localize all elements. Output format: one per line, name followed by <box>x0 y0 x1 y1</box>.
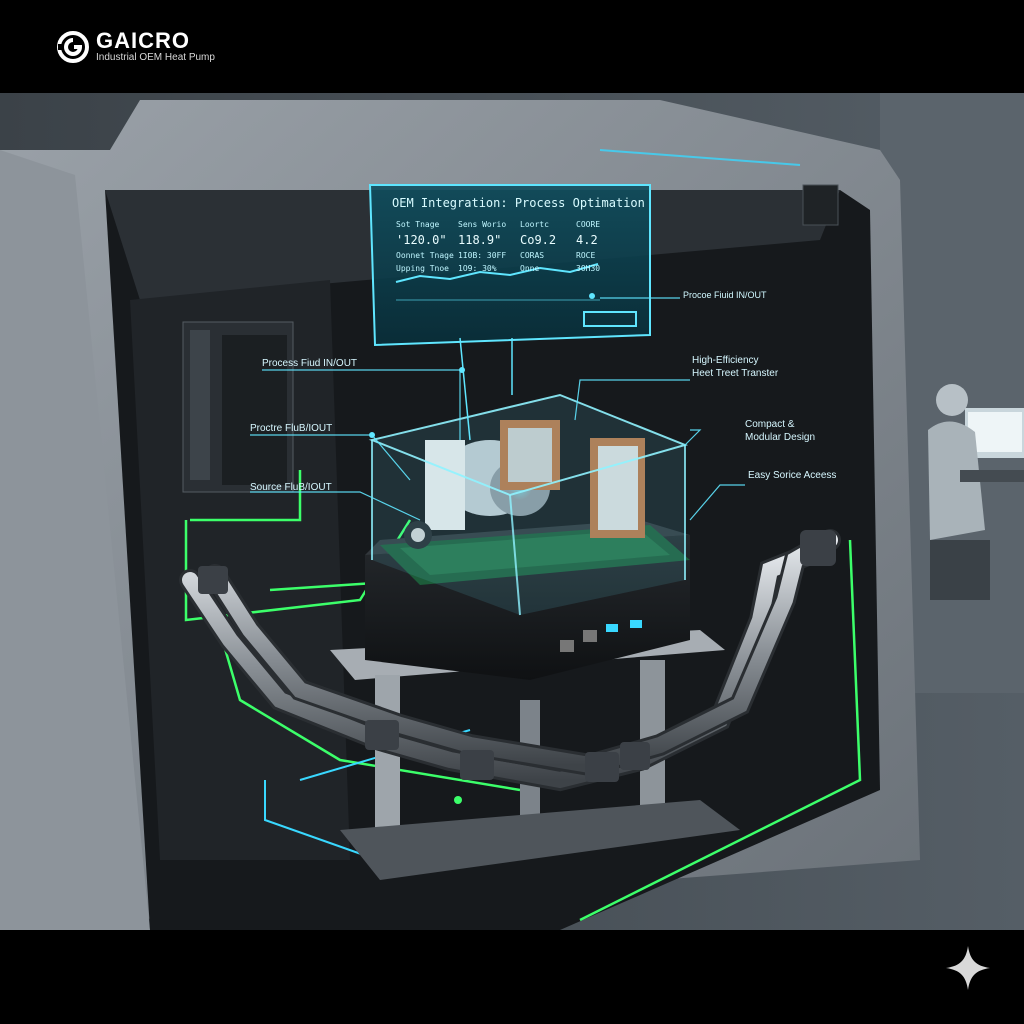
hud-cell: Onne <box>520 264 540 273</box>
bottom-black-band <box>0 930 1024 1024</box>
hud-readout-grid: Sot Tnage Sens Worio Loortc COORE '120.0… <box>396 220 636 273</box>
hud-cell: Oonnet Tnage <box>396 251 454 260</box>
callout-source-fluid: Source FluB/IOUT <box>250 482 332 493</box>
background-technician <box>928 384 1024 600</box>
callout-line: Modular Design <box>745 432 816 443</box>
hud-control-buttons <box>583 311 637 327</box>
heat-pump-scene <box>0 93 1024 930</box>
callout-process-fluid-left: Process Fiud IN/OUT <box>262 358 358 369</box>
sparkle-icon <box>946 946 990 990</box>
brand-subtitle: Industrial OEM Heat Pump <box>96 52 215 63</box>
brand-logo: GAICRO Industrial OEM Heat Pump <box>56 30 215 64</box>
hud-value: 118.9" <box>458 233 502 247</box>
hud-cell: 1I0B: 30FF <box>458 251 507 260</box>
hud-cell: 1O9: 30% <box>458 264 497 273</box>
hud-cell: Sot Tnage <box>396 220 440 229</box>
pipe-fittings <box>198 530 836 782</box>
callout-line: High-Efficiency <box>692 355 759 366</box>
hud-panel <box>368 184 651 441</box>
callout-service-access: Easy Sorice Aceess <box>748 470 837 481</box>
left-mount-unit <box>182 321 294 493</box>
callout-compact-modular: Compact & Modular Design <box>745 418 815 444</box>
callout-line: Heet Treet Transter <box>692 368 779 379</box>
hud-side-label: Procoe Fiuid IN/OUT <box>683 290 767 300</box>
hud-cell: ROCE <box>576 251 596 260</box>
top-black-band <box>0 0 1024 93</box>
hud-cell: CORAS <box>520 251 545 260</box>
callout-line: Compact & <box>745 419 795 430</box>
hud-value: '120.0" <box>396 233 447 247</box>
brand-name: GAICRO <box>96 28 190 53</box>
hud-value: 4.2 <box>576 233 598 247</box>
callout-process-fluid-mid: Proctre FluB/IOUT <box>250 423 333 434</box>
heat-pump-module <box>365 393 690 680</box>
callout-high-efficiency: High-Efficiency Heet Treet Transter <box>692 354 778 380</box>
hud-value: Co9.2 <box>520 233 557 247</box>
hud-cell: Upping Tnoe <box>396 264 449 273</box>
hud-cell: Loortc <box>520 220 549 229</box>
hud-cell: Sens Worio <box>458 220 507 229</box>
hud-cell: COORE <box>576 220 601 229</box>
hud-cell: 3OH30 <box>576 264 601 273</box>
hud-title: OEM Integration: Process Optimation <box>392 196 645 210</box>
gaicro-logo-icon <box>57 31 89 63</box>
right-bracket <box>802 184 839 226</box>
